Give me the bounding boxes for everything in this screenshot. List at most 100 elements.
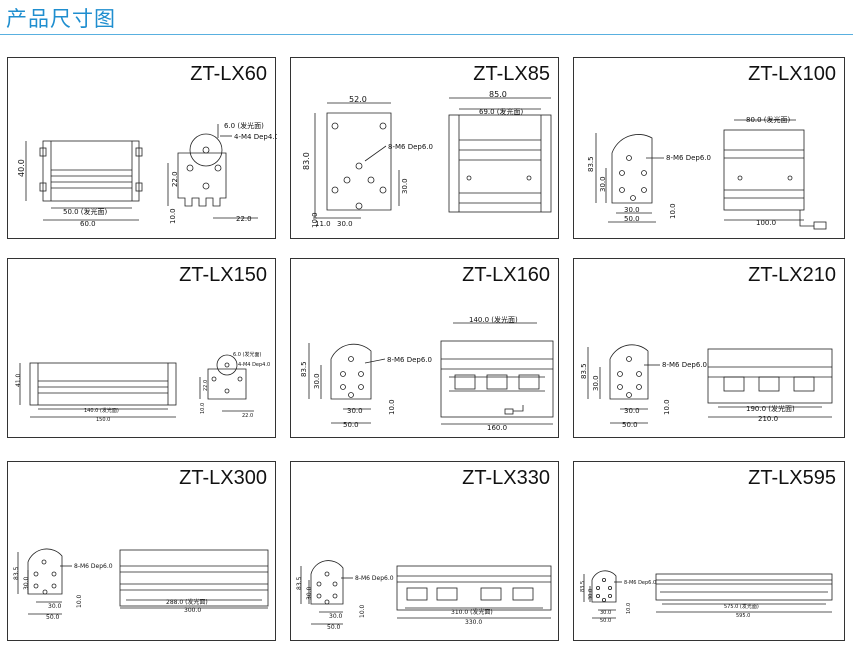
side-holes: 8-M6 Dep6.0 xyxy=(74,563,113,570)
side-mid: 30.0 xyxy=(48,603,62,610)
side-height: 83.0 xyxy=(302,152,311,170)
side-low: 10.0 xyxy=(359,604,366,618)
drawing-zt-lx150: 41.0 140.0 (发光面) 150.0 6.0 (发光面) 4-M4 De… xyxy=(15,351,270,423)
side-view-body xyxy=(609,344,649,400)
panel-zt-lx150: ZT-LX150 41.0 140.0 (发光面) 150.0 6.0 (发光面… xyxy=(7,258,276,438)
side-holes: 8-M6 Dep6.0 xyxy=(662,361,707,369)
side-view-body xyxy=(177,152,227,207)
side-mid: 30.0 xyxy=(347,407,363,415)
side-low: 10.0 xyxy=(669,203,677,219)
side-view-body xyxy=(27,548,63,595)
drawing-zt-lx330: 8-M6 Dep6.0 83.5 30.0 30.0 50.0 10.0 310… xyxy=(296,560,552,631)
front-view-body xyxy=(655,573,833,601)
model-name: ZT-LX60 xyxy=(190,63,267,85)
side-inner: 30.0 xyxy=(306,586,313,600)
side-view-body xyxy=(310,560,344,605)
side-screw: 4-M4 Dep4.0 xyxy=(238,362,270,368)
front-total: 85.0 xyxy=(489,90,507,99)
side-inner: 30.0 xyxy=(599,176,607,192)
side-top: 52.0 xyxy=(349,95,367,104)
drawing-zt-lx300: 8-M6 Dep6.0 83.5 30.0 30.0 50.0 10.0 288… xyxy=(13,548,269,621)
front-total: 300.0 xyxy=(184,607,201,614)
front-view-body xyxy=(723,129,805,211)
page-title: 产品尺寸图 xyxy=(6,7,116,31)
side-inner: 30.0 xyxy=(592,375,600,391)
side-view-body xyxy=(207,368,247,400)
front-total: 60.0 xyxy=(80,220,96,228)
front-inner: 575.0 (发光面) xyxy=(724,603,759,610)
side-holes: 8-M6 Dep6.0 xyxy=(387,356,432,364)
side-inner: 30.0 xyxy=(313,373,321,389)
side-holes: 8-M6 Dep6.0 xyxy=(666,154,711,162)
side-height: 83.5 xyxy=(580,581,586,592)
side-low: 10.0 xyxy=(311,212,319,228)
front-view-body xyxy=(448,114,552,213)
side-screw-top: 6.0 (发光面) xyxy=(233,351,261,358)
side-base-w: 22.0 xyxy=(242,413,253,419)
side-h1: 22.0 xyxy=(203,380,209,391)
drawing-zt-lx160: 8-M6 Dep6.0 83.5 30.0 30.0 50.0 10.0 140… xyxy=(300,315,554,432)
side-bottom: 50.0 xyxy=(622,421,638,429)
side-height: 83.5 xyxy=(296,576,303,590)
side-base-h: 10.0 xyxy=(169,208,177,224)
panel-zt-lx595: ZT-LX595 8-M6 Dep6.0 83.5 30.0 30.0 50.0… xyxy=(573,461,845,641)
side-view-body xyxy=(611,134,653,204)
front-total: 595.0 xyxy=(736,613,750,619)
model-name: ZT-LX300 xyxy=(179,467,267,489)
side-mid: 30.0 xyxy=(600,610,611,616)
front-inner: 140.0 (发光面) xyxy=(469,315,518,324)
side-mid: 30.0 xyxy=(624,206,640,214)
side-holes: 8-M6 Dep6.0 xyxy=(624,580,656,586)
panel-zt-lx160: ZT-LX160 8-M6 Dep6.0 83.5 30.0 30.0 50.0… xyxy=(290,258,559,438)
side-bottom: 50.0 xyxy=(600,618,611,624)
side-bottom: 50.0 xyxy=(46,614,60,621)
side-inner-h: 30.0 xyxy=(401,178,409,194)
side-view-body xyxy=(330,343,372,400)
side-h1: 22.0 xyxy=(171,171,179,187)
title-divider xyxy=(0,34,853,35)
drawing-zt-lx595: 8-M6 Dep6.0 83.5 30.0 30.0 50.0 10.0 575… xyxy=(580,570,833,624)
side-inner: 30.0 xyxy=(23,576,30,590)
side-holes: 8-M6 Dep6.0 xyxy=(355,575,394,582)
front-view-body xyxy=(396,565,552,611)
panel-zt-lx85: ZT-LX85 52.0 8-M6 Dep6.0 83.0 30.0 11.0 … xyxy=(290,57,559,239)
model-name: ZT-LX85 xyxy=(473,63,550,85)
drawing-zt-lx60: 40.0 50.0 (发光面) 60.0 6.0 (发光面) 4-M4 Dep4… xyxy=(17,121,277,228)
side-view-body xyxy=(326,112,392,211)
model-name: ZT-LX150 xyxy=(179,264,267,286)
front-inner: 288.0 (发光面) xyxy=(166,598,208,606)
side-mid: 30.0 xyxy=(337,220,353,228)
side-screw: 4-M4 Dep4.0 xyxy=(234,133,277,141)
model-name: ZT-LX100 xyxy=(748,63,836,85)
side-bottom: 50.0 xyxy=(327,624,341,631)
front-total: 150.0 xyxy=(96,417,110,423)
model-name: ZT-LX160 xyxy=(462,264,550,286)
front-view-body xyxy=(42,140,140,202)
front-inner: 80.0 (发光面) xyxy=(746,115,791,124)
front-total: 330.0 xyxy=(465,619,482,626)
side-mid: 30.0 xyxy=(329,613,343,620)
side-mid: 30.0 xyxy=(624,407,640,415)
front-view-body xyxy=(440,340,554,418)
model-name: ZT-LX330 xyxy=(462,467,550,489)
drawing-zt-lx100: 8-M6 Dep6.0 83.5 30.0 30.0 50.0 10.0 80.… xyxy=(587,115,827,230)
front-total: 100.0 xyxy=(756,219,776,227)
side-height: 83.5 xyxy=(587,156,595,172)
side-height: 83.5 xyxy=(13,566,20,580)
panel-zt-lx300: ZT-LX300 8-M6 Dep6.0 83.5 30.0 30.0 50.0… xyxy=(7,461,276,641)
panel-zt-lx210: ZT-LX210 8-M6 Dep6.0 83.5 30.0 30.0 50.0… xyxy=(573,258,845,438)
side-base-h: 10.0 xyxy=(200,403,206,414)
side-holes: 8-M6 Dep6.0 xyxy=(388,143,433,151)
front-view-body xyxy=(119,549,269,607)
front-inner: 310.0 (发光面) xyxy=(451,608,493,616)
side-height: 83.5 xyxy=(580,363,588,379)
drawing-zt-lx85: 52.0 8-M6 Dep6.0 83.0 30.0 11.0 30.0 10.… xyxy=(302,90,552,228)
side-low: 10.0 xyxy=(76,594,83,608)
panel-zt-lx100: ZT-LX100 8-M6 Dep6.0 83.5 30.0 30.0 50.0… xyxy=(573,57,845,239)
model-name: ZT-LX210 xyxy=(748,264,836,286)
panel-zt-lx330: ZT-LX330 8-M6 Dep6.0 83.5 30.0 30.0 50.0… xyxy=(290,461,559,641)
drawing-zt-lx210: 8-M6 Dep6.0 83.5 30.0 30.0 50.0 10.0 190… xyxy=(580,344,833,429)
front-inner: 50.0 (发光面) xyxy=(63,207,108,216)
front-inner: 190.0 (发光面) xyxy=(746,404,795,413)
front-total: 160.0 xyxy=(487,424,507,432)
